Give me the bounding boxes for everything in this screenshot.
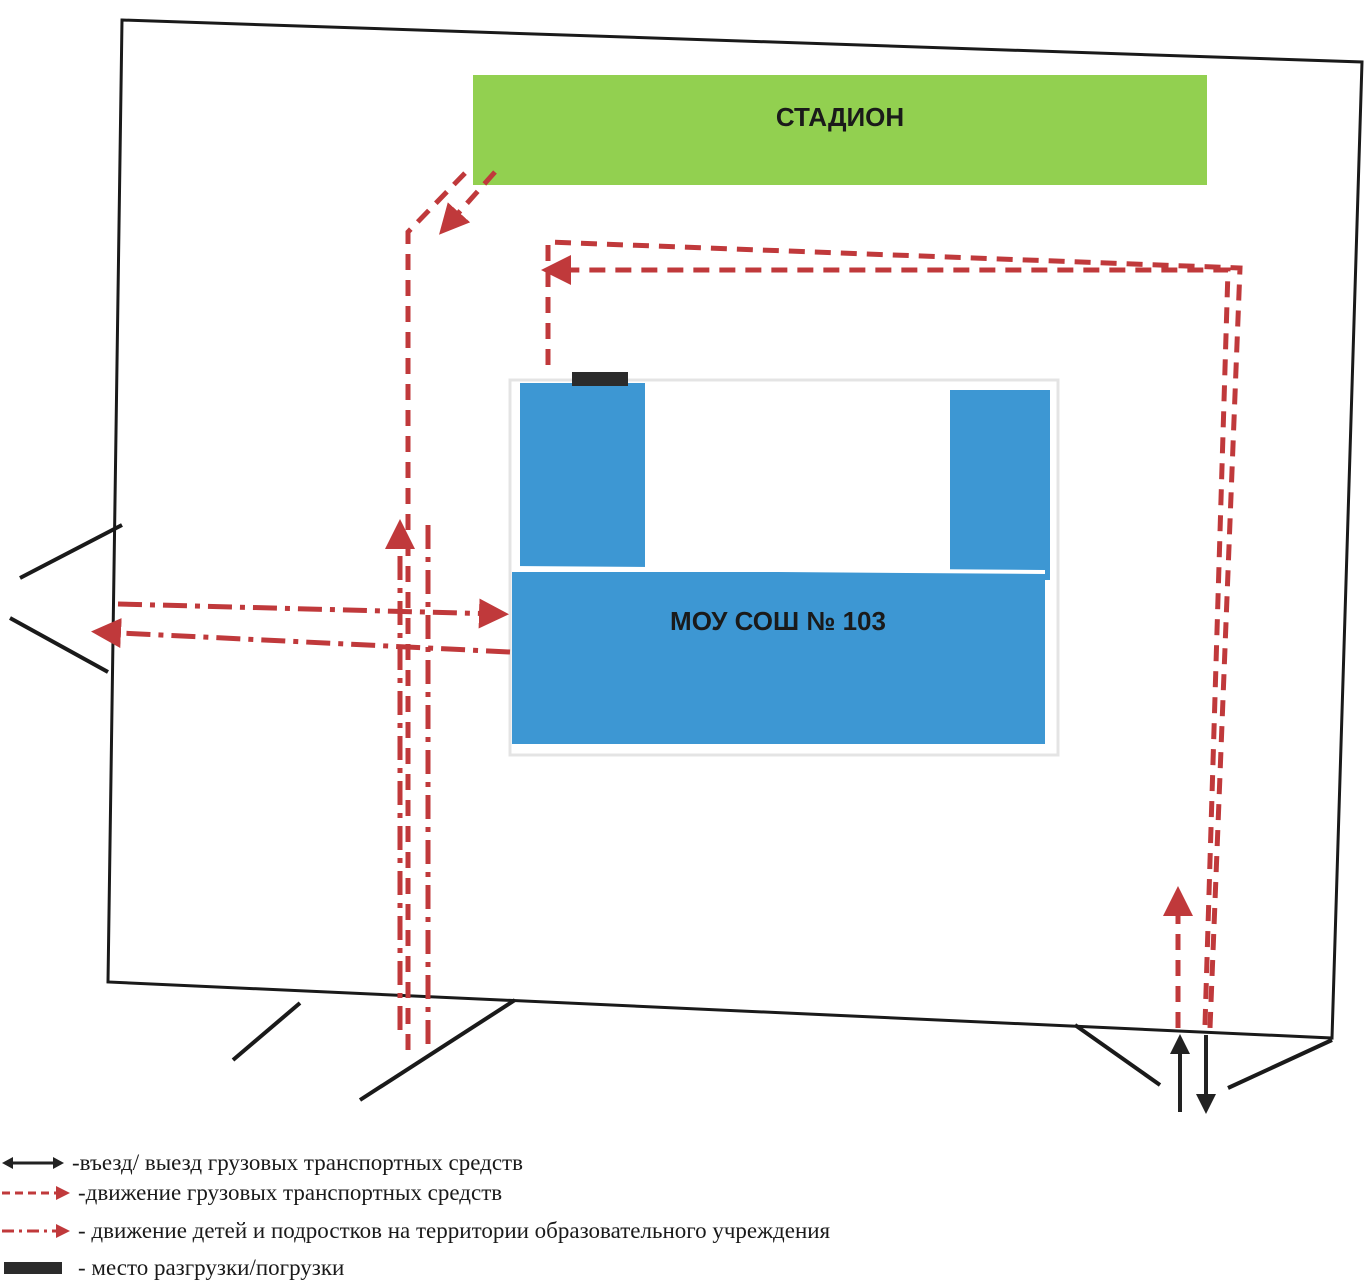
- loading-place: [572, 372, 628, 386]
- legend-entry-exit: -въезд/ выезд грузовых транспортных сред…: [0, 1150, 523, 1176]
- legend-loading-place-label: - место разгрузки/погрузки: [78, 1255, 345, 1280]
- school-main-block: [512, 572, 1045, 744]
- children-route-out: [91, 618, 511, 655]
- legend-children-movement-label: - движение детей и подростков на террито…: [78, 1218, 831, 1243]
- children-routes: [91, 519, 511, 1045]
- dash-dot-arrow-icon: [2, 1224, 70, 1238]
- truck-route-stadium-left: [405, 168, 470, 1050]
- double-arrow-icon: [2, 1157, 64, 1169]
- dashed-arrow-icon: [2, 1186, 70, 1200]
- school-wing-left: [520, 383, 645, 568]
- legend-children-movement: - движение детей и подростков на террито…: [0, 1218, 830, 1244]
- legend-loading-place: - место разгрузки/погрузки: [0, 1255, 344, 1281]
- territory-scheme: СТАДИОН МОУ СОШ № 103: [9, 18, 1364, 1114]
- stadium: СТАДИОН: [473, 75, 1207, 185]
- stadium-label: СТАДИОН: [776, 102, 904, 132]
- gate-lines: [9, 523, 1333, 1102]
- truck-route-stadium-right: [439, 170, 497, 235]
- legend-truck-movement: -движение грузовых транспортных средств: [0, 1180, 502, 1206]
- entry-exit-arrows: [1170, 1034, 1216, 1114]
- legend-entry-exit-label: -въезд/ выезд грузовых транспортных сред…: [72, 1150, 523, 1175]
- territory-border: [106, 18, 1364, 1040]
- loading-bar-icon: [4, 1262, 62, 1274]
- children-route-in: [117, 598, 509, 629]
- school-wing-right: [950, 390, 1050, 580]
- truck-route-outer: [545, 239, 1243, 1029]
- school-label: МОУ СОШ № 103: [670, 606, 886, 636]
- legend-truck-movement-label: -движение грузовых транспортных средств: [78, 1180, 503, 1205]
- school-outline: [508, 378, 1060, 757]
- school-building: МОУ СОШ № 103: [508, 378, 1060, 757]
- truck-route-inner: [541, 255, 1231, 1026]
- truck-routes: [405, 168, 1243, 1050]
